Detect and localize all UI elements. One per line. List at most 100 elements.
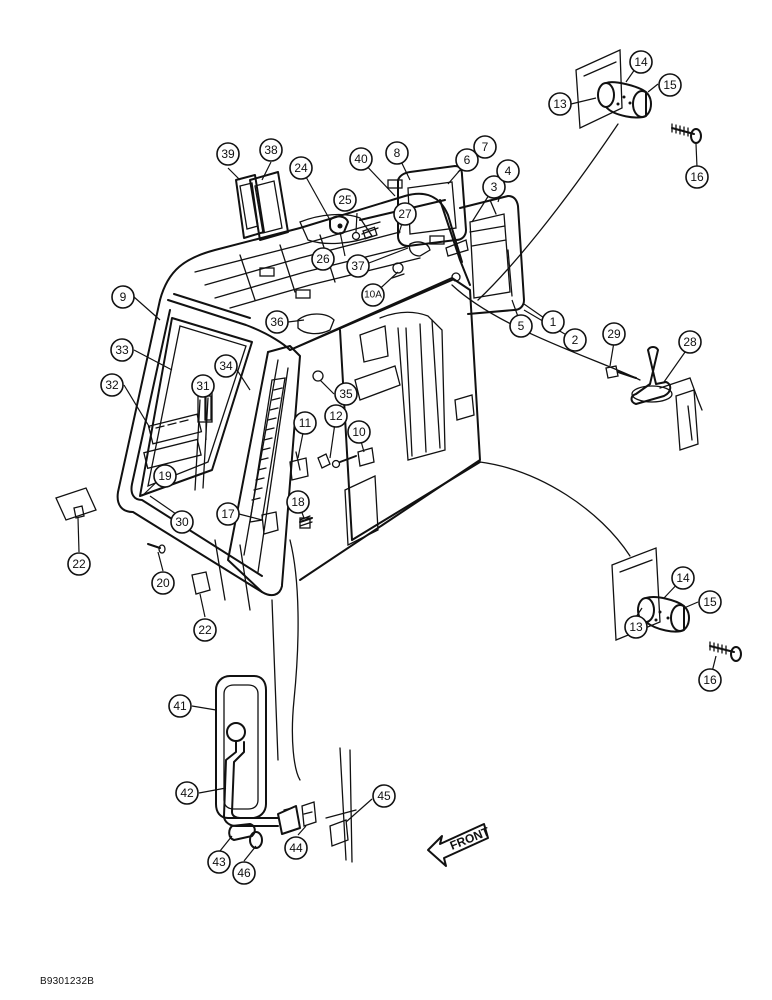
callout-38: 38: [259, 138, 283, 162]
svg-text:22: 22: [72, 557, 86, 571]
callout-24: 24: [289, 156, 313, 180]
svg-text:37: 37: [351, 259, 365, 273]
callout-8: 8: [385, 141, 409, 165]
svg-text:15: 15: [703, 595, 717, 609]
callout-40: 40: [349, 147, 373, 171]
callout-15-upper: 15: [658, 73, 682, 97]
callout-11: 11: [293, 411, 317, 435]
svg-text:4: 4: [505, 164, 512, 178]
callout-16-upper: 16: [685, 165, 709, 189]
svg-text:19: 19: [158, 469, 172, 483]
svg-text:26: 26: [316, 252, 330, 266]
svg-text:6: 6: [464, 153, 471, 167]
svg-text:32: 32: [105, 378, 119, 392]
callout-14-upper: 14: [629, 50, 653, 74]
callout-33: 33: [110, 338, 134, 362]
callout-9: 9: [111, 285, 135, 309]
svg-text:17: 17: [221, 507, 235, 521]
svg-text:25: 25: [338, 193, 352, 207]
callout-3: 3: [482, 175, 506, 199]
svg-text:18: 18: [291, 495, 305, 509]
callout-37: 37: [346, 254, 370, 278]
drawing-code: B9301232B: [40, 976, 95, 987]
svg-text:44: 44: [289, 841, 303, 855]
callout-2: 2: [563, 328, 587, 352]
callout-10a: 10A: [361, 283, 385, 307]
svg-text:27: 27: [398, 207, 412, 221]
svg-text:16: 16: [690, 170, 704, 184]
latch-handle: [605, 346, 703, 451]
svg-text:5: 5: [518, 319, 525, 333]
callout-22-left: 22: [67, 552, 91, 576]
mount-assembly-upper: [575, 49, 702, 144]
svg-text:13: 13: [553, 97, 567, 111]
svg-text:40: 40: [354, 152, 368, 166]
cab-body: [116, 179, 481, 611]
mirror-assembly: [215, 675, 301, 835]
mount-assembly-lower: [611, 547, 742, 662]
screw-18: [299, 517, 313, 523]
clip-22-center: [191, 571, 211, 595]
svg-text:38: 38: [264, 143, 278, 157]
callout-16-lower: 16: [698, 668, 722, 692]
callout-46: 46: [232, 861, 256, 885]
front-label: FRONT: [448, 824, 492, 853]
callout-30: 30: [170, 510, 194, 534]
callout-6: 6: [455, 148, 479, 172]
svg-text:39: 39: [221, 147, 235, 161]
callout-42: 42: [175, 781, 199, 805]
svg-text:8: 8: [394, 146, 401, 160]
callouts: 1 2 3 4 5 6 7 8 9 10 10A 11 12 13 13 14 …: [67, 50, 722, 885]
svg-text:10A: 10A: [364, 290, 382, 301]
screw-20: [147, 543, 166, 554]
callout-15-lower: 15: [698, 590, 722, 614]
callout-41: 41: [168, 694, 192, 718]
svg-text:16: 16: [703, 673, 717, 687]
callout-20: 20: [151, 571, 175, 595]
svg-text:14: 14: [634, 55, 648, 69]
callout-18: 18: [286, 490, 310, 514]
svg-text:9: 9: [120, 290, 127, 304]
svg-text:10: 10: [352, 425, 366, 439]
callout-19: 19: [153, 464, 177, 488]
callout-32: 32: [100, 373, 124, 397]
callout-27: 27: [393, 202, 417, 226]
callout-39: 39: [216, 142, 240, 166]
svg-text:36: 36: [270, 315, 284, 329]
callout-1: 1: [541, 310, 565, 334]
svg-text:30: 30: [175, 515, 189, 529]
callout-36: 36: [265, 310, 289, 334]
svg-text:14: 14: [676, 571, 690, 585]
svg-text:24: 24: [294, 161, 308, 175]
svg-text:12: 12: [329, 409, 343, 423]
callout-26: 26: [311, 247, 335, 271]
svg-text:43: 43: [212, 855, 226, 869]
svg-text:34: 34: [219, 359, 233, 373]
callout-5: 5: [509, 314, 533, 338]
svg-text:13: 13: [629, 620, 643, 634]
svg-text:15: 15: [663, 78, 677, 92]
svg-text:35: 35: [339, 387, 353, 401]
callout-34: 34: [214, 354, 238, 378]
svg-text:31: 31: [196, 379, 210, 393]
svg-text:22: 22: [198, 623, 212, 637]
svg-text:3: 3: [491, 180, 498, 194]
svg-text:11: 11: [299, 416, 312, 430]
clip-22-left: [55, 487, 97, 521]
callout-22-center: 22: [193, 618, 217, 642]
bolt-43-46: [228, 823, 263, 849]
front-arrow: FRONT: [427, 823, 492, 867]
svg-text:1: 1: [550, 315, 557, 329]
bracket-44: [301, 801, 317, 827]
callout-31: 31: [191, 374, 215, 398]
svg-text:42: 42: [180, 786, 194, 800]
svg-text:2: 2: [572, 333, 579, 347]
callout-4: 4: [496, 159, 520, 183]
svg-text:7: 7: [482, 140, 489, 154]
roof-fasteners: [297, 215, 431, 382]
callout-12: 12: [324, 404, 348, 428]
callout-45: 45: [372, 784, 396, 808]
callout-28: 28: [678, 330, 702, 354]
svg-text:20: 20: [156, 576, 170, 590]
